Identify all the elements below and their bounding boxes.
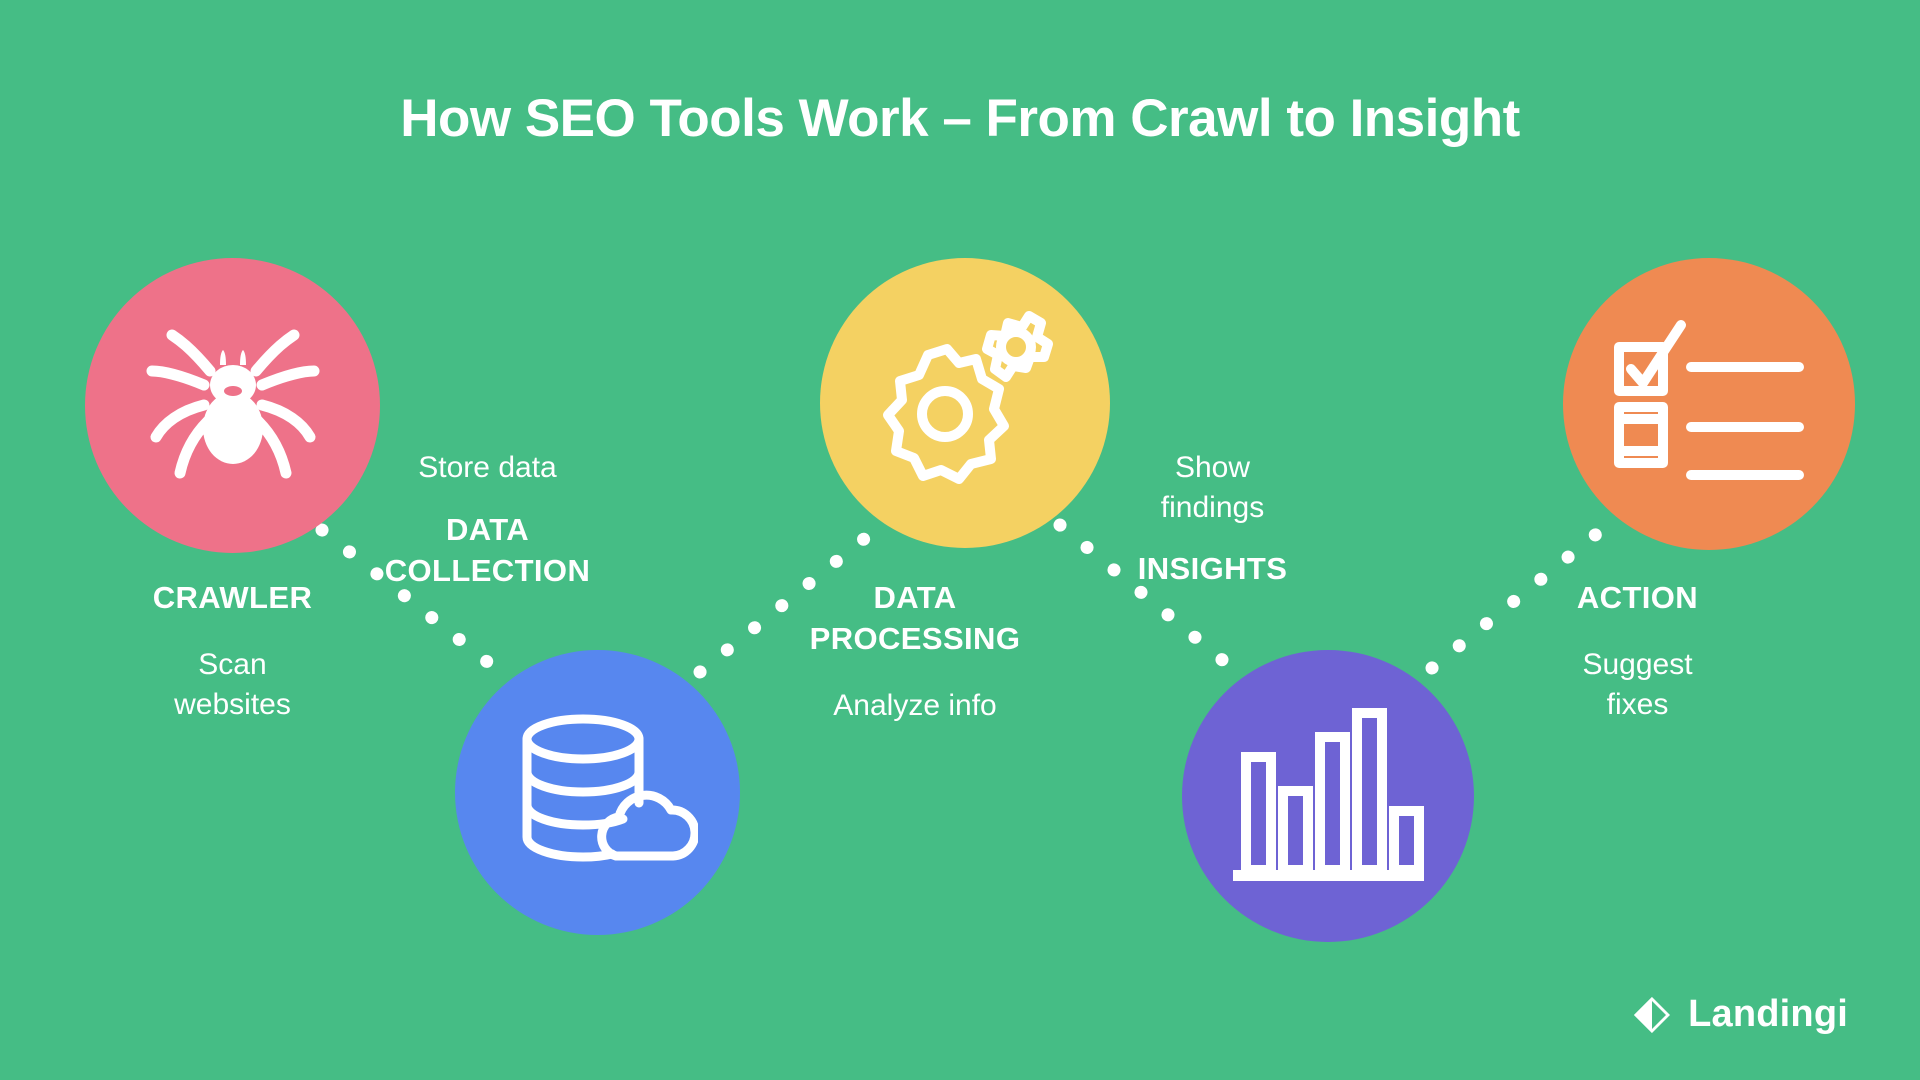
bar-chart-icon (1232, 707, 1424, 881)
stage-label-data-processing: DATA PROCESSING Analyze info (785, 578, 1045, 725)
stage-desc-action-line1: Suggest (1582, 647, 1693, 681)
stage-name-crawler: CRAWLER (152, 580, 313, 615)
stage-desc-insights-line2: findings (1160, 490, 1265, 524)
landingi-diamond-icon (1634, 996, 1671, 1033)
stage-name-insights: INSIGHTS (1137, 551, 1288, 587)
spider-icon (146, 329, 319, 479)
stage-desc-action: Suggest fixes (1510, 645, 1765, 724)
stage-label-data-collection: Store data DATA COLLECTION (360, 448, 615, 591)
brand-logo: Landingi (1632, 993, 1848, 1036)
stage-circle-action[interactable] (1563, 258, 1855, 550)
stage-desc-insights: Show findings (1085, 448, 1340, 527)
stage-name-data-collection-line2: COLLECTION (384, 552, 591, 588)
stage-name-data-collection-line1: DATA (445, 511, 530, 547)
stage-desc-insights-line1: Show (1174, 451, 1251, 484)
checklist-icon (1613, 319, 1804, 480)
stage-name-data-collection: DATA COLLECTION (360, 510, 615, 592)
stage-name-data-processing: DATA PROCESSING (785, 578, 1045, 660)
stage-circle-insights[interactable] (1182, 650, 1474, 942)
stage-desc-action-line2: fixes (1606, 687, 1669, 721)
stage-circle-data-collection[interactable] (455, 650, 740, 935)
gears-icon (882, 311, 1053, 484)
stage-label-crawler: CRAWLER Scan websites (105, 578, 360, 724)
stage-label-action: ACTION Suggest fixes (1510, 578, 1765, 724)
stage-circle-data-processing[interactable] (820, 258, 1110, 548)
stage-name-data-processing-line1: DATA (873, 580, 957, 615)
stage-desc-crawler: Scan websites (105, 645, 360, 724)
stage-name-data-processing-line2: PROCESSING (809, 620, 1021, 656)
stage-label-insights: Show findings INSIGHTS (1085, 448, 1340, 590)
database-cloud-icon (522, 714, 698, 861)
stage-desc-crawler-line1: Scan (198, 647, 267, 681)
stage-name-action: ACTION (1576, 580, 1699, 615)
stage-circle-crawler[interactable] (85, 258, 380, 553)
brand-name: Landingi (1688, 993, 1848, 1035)
stage-desc-crawler-line2: websites (174, 687, 291, 721)
stage-desc-data-processing: Analyze info (833, 688, 997, 722)
stage-desc-data-collection: Store data (418, 451, 557, 484)
page-title: How SEO Tools Work – From Crawl to Insig… (400, 89, 1520, 148)
